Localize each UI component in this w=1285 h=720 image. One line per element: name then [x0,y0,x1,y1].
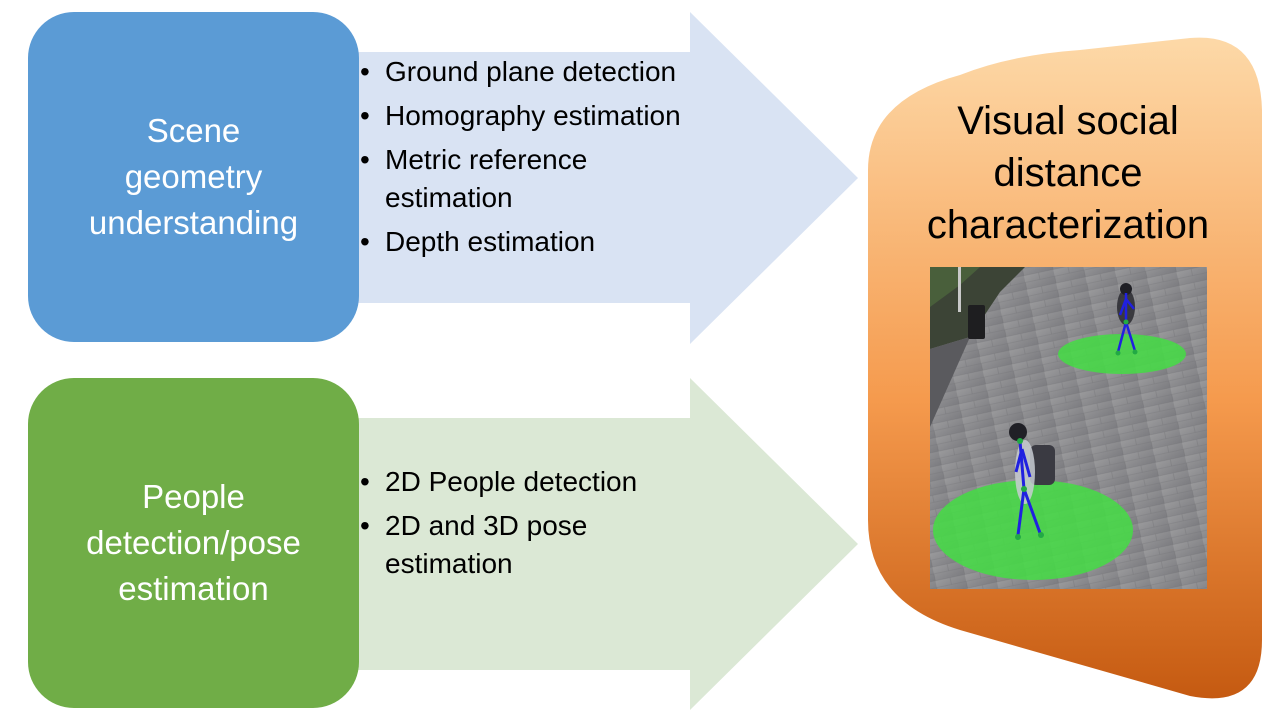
scene-image [930,267,1207,589]
people-detection-label: People detection/pose estimation [86,478,301,607]
person-skeleton [1115,283,1138,356]
list-item: 2D and 3D pose estimation [360,507,625,583]
people-detection-box: People detection/pose estimation [28,378,359,708]
list-item: Depth estimation [360,223,740,261]
scene-geometry-label: Scene geometry understanding [88,112,299,241]
person-skeleton [1009,423,1055,540]
list-item: Metric reference estimation [360,141,645,217]
list-item: Ground plane detection [360,53,740,91]
distance-circle [933,480,1133,580]
list-item: Homography estimation [360,97,740,135]
scene-geometry-box: Scene geometry understanding [28,12,359,342]
result-title: Visual social distance characterization [926,99,1210,247]
distance-circle [1058,334,1186,374]
people-task-list: 2D People detection 2D and 3D pose estim… [360,463,700,589]
list-item: 2D People detection [360,463,700,501]
scene-task-list: Ground plane detection Homography estima… [360,53,740,267]
